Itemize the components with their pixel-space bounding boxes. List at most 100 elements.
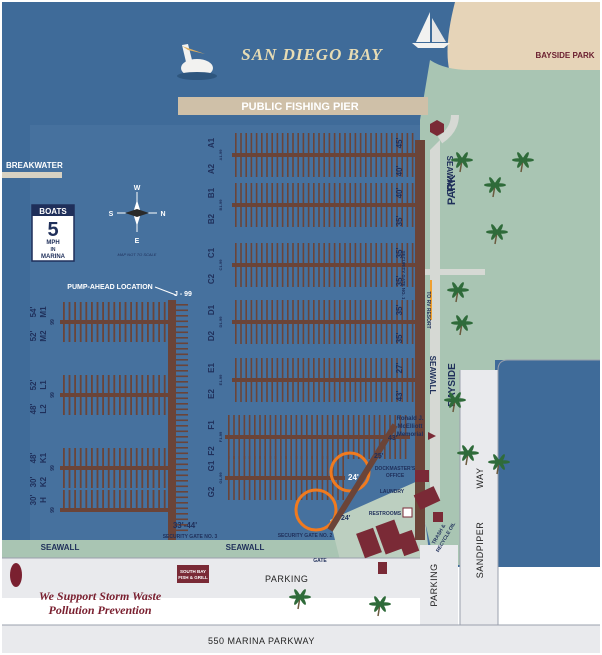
- slip-finger: [406, 133, 409, 153]
- slip-finger: [380, 267, 383, 287]
- slip-finger: [96, 470, 99, 488]
- compass-n: N: [160, 211, 165, 218]
- slip-finger: [391, 382, 393, 402]
- slip-finger: [261, 157, 263, 177]
- slip-finger: [233, 415, 235, 435]
- dock-range: B1-99: [218, 199, 223, 211]
- slip-finger: [141, 375, 144, 393]
- slip-finger: [411, 324, 414, 344]
- slip-finger: [274, 480, 277, 500]
- slip-finger: [352, 415, 355, 435]
- slip-finger: [292, 207, 294, 227]
- slip-finger: [344, 300, 346, 320]
- dockmaster-line2: OFFICE: [386, 473, 405, 479]
- slip-finger: [313, 358, 315, 378]
- office-block-3: [396, 529, 420, 557]
- slip-finger: [248, 439, 251, 459]
- slip-finger: [328, 267, 331, 287]
- slip-finger: [359, 133, 362, 153]
- slip-finger: [358, 439, 360, 459]
- slip-finger: [74, 324, 76, 342]
- slip-finger: [411, 157, 414, 177]
- slip-finger: [250, 324, 253, 344]
- slip-finger: [130, 375, 132, 393]
- slip-finger: [147, 302, 149, 320]
- slip-finger: [359, 207, 362, 227]
- slip-finger: [396, 207, 398, 227]
- slip-finger: [235, 358, 237, 378]
- slip-finger: [328, 382, 331, 402]
- slip-finger: [79, 470, 82, 488]
- slip-finger: [176, 419, 188, 422]
- slip-finger: [176, 524, 188, 526]
- slip-finger: [359, 300, 362, 320]
- slip-finger: [370, 382, 372, 402]
- slip-finger: [245, 183, 247, 203]
- slip-finger: [339, 358, 341, 378]
- parking-road: [2, 558, 422, 598]
- slip-finger: [124, 375, 127, 393]
- slip-finger: [359, 267, 362, 287]
- dock-slip-size: 54': [29, 307, 38, 318]
- slip-finger: [281, 207, 284, 227]
- slip-finger: [380, 133, 383, 153]
- slip-finger: [238, 456, 240, 476]
- slip-finger: [276, 183, 279, 203]
- slip-finger: [347, 415, 350, 435]
- dock-label-2: L2: [39, 404, 48, 414]
- slip-finger: [323, 133, 325, 153]
- dock-range: C1-99: [218, 259, 223, 271]
- slip-finger: [328, 300, 331, 320]
- slip-finger: [152, 490, 155, 508]
- slip-finger: [337, 415, 339, 435]
- slip-finger: [276, 243, 279, 263]
- slip-finger: [321, 439, 324, 459]
- slip-finger: [349, 207, 351, 227]
- park-drive-road: [420, 545, 458, 625]
- slip-finger: [255, 267, 258, 287]
- dock-range: 99: [50, 392, 56, 398]
- slip-finger: [266, 382, 268, 402]
- slip-finger: [354, 243, 357, 263]
- slip-finger: [68, 470, 71, 488]
- slip-finger: [176, 485, 188, 488]
- slip-finger: [292, 243, 294, 263]
- sandpiper-way-road: [460, 370, 498, 625]
- slip-finger: [339, 183, 341, 203]
- slip-finger: [176, 425, 188, 427]
- slip-finger: [396, 157, 398, 177]
- slip-finger: [68, 324, 71, 342]
- slip-finger: [176, 315, 188, 317]
- slip-finger: [354, 183, 357, 203]
- slip-finger: [245, 300, 247, 320]
- slip-finger: [302, 183, 305, 203]
- dock-label: K1: [39, 452, 48, 463]
- slip-finger: [380, 324, 383, 344]
- slip-finger: [113, 490, 116, 508]
- slip-finger: [297, 358, 299, 378]
- slip-finger: [276, 358, 279, 378]
- slip-finger: [176, 507, 188, 510]
- slip-finger: [300, 439, 303, 459]
- slip-finger: [107, 375, 110, 393]
- slip-finger: [280, 439, 282, 459]
- slip-finger: [250, 300, 253, 320]
- slip-finger: [124, 448, 127, 466]
- slip-finger: [255, 324, 258, 344]
- breakwater-label: BREAKWATER: [6, 161, 63, 170]
- slip-finger: [307, 300, 310, 320]
- slip-finger: [79, 302, 82, 320]
- road-curve-2: [459, 370, 499, 625]
- pump-arrow: [154, 286, 177, 296]
- slip-finger: [269, 415, 272, 435]
- slip-finger: [235, 133, 237, 153]
- marina-basin: [30, 125, 430, 550]
- dock-label: B1: [207, 187, 216, 198]
- slip-finger: [349, 157, 351, 177]
- slip-finger: [176, 496, 188, 499]
- fish-grill-line2: FISH & GRILL: [178, 575, 208, 580]
- slip-finger: [290, 456, 292, 476]
- slip-finger: [255, 358, 258, 378]
- dock-range: A1-99: [218, 149, 223, 161]
